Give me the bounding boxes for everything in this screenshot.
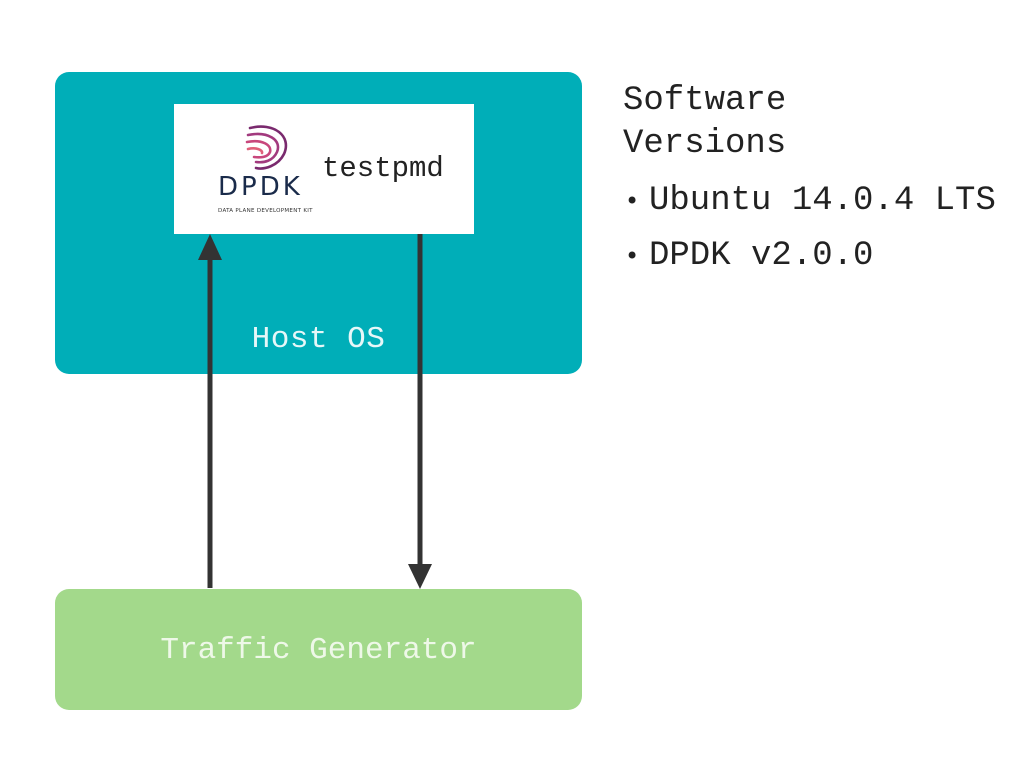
- arrow-down: [408, 234, 432, 589]
- software-versions-panel: Software Versions • Ubuntu 14.0.4 LTS • …: [623, 80, 1003, 290]
- dpdk-logo: DPDK DATA PLANE DEVELOPMENT KIT: [218, 122, 328, 217]
- software-versions-title: Software Versions: [623, 82, 787, 163]
- software-versions-list: • Ubuntu 14.0.4 LTS • DPDK v2.0.0: [623, 180, 1003, 278]
- version-item-text: DPDK v2.0.0: [649, 237, 874, 275]
- version-item: • DPDK v2.0.0: [623, 235, 1003, 278]
- bullet-icon: •: [625, 242, 640, 270]
- arrow-up: [198, 234, 222, 588]
- version-item-text: Ubuntu 14.0.4 LTS: [649, 182, 996, 220]
- traffic-generator-box: Traffic Generator: [55, 589, 582, 710]
- dpdk-logo-icon: [245, 125, 288, 170]
- traffic-generator-label: Traffic Generator: [160, 633, 477, 668]
- host-os-label: Host OS: [251, 322, 386, 357]
- version-item: • Ubuntu 14.0.4 LTS: [623, 180, 1003, 223]
- bullet-icon: •: [625, 187, 640, 215]
- dpdk-logo-text: DPDK: [218, 172, 303, 202]
- dpdk-logo-tagline: DATA PLANE DEVELOPMENT KIT: [218, 208, 313, 214]
- testpmd-label: testpmd: [322, 152, 444, 185]
- testpmd-box: DPDK DATA PLANE DEVELOPMENT KIT testpmd: [174, 104, 474, 234]
